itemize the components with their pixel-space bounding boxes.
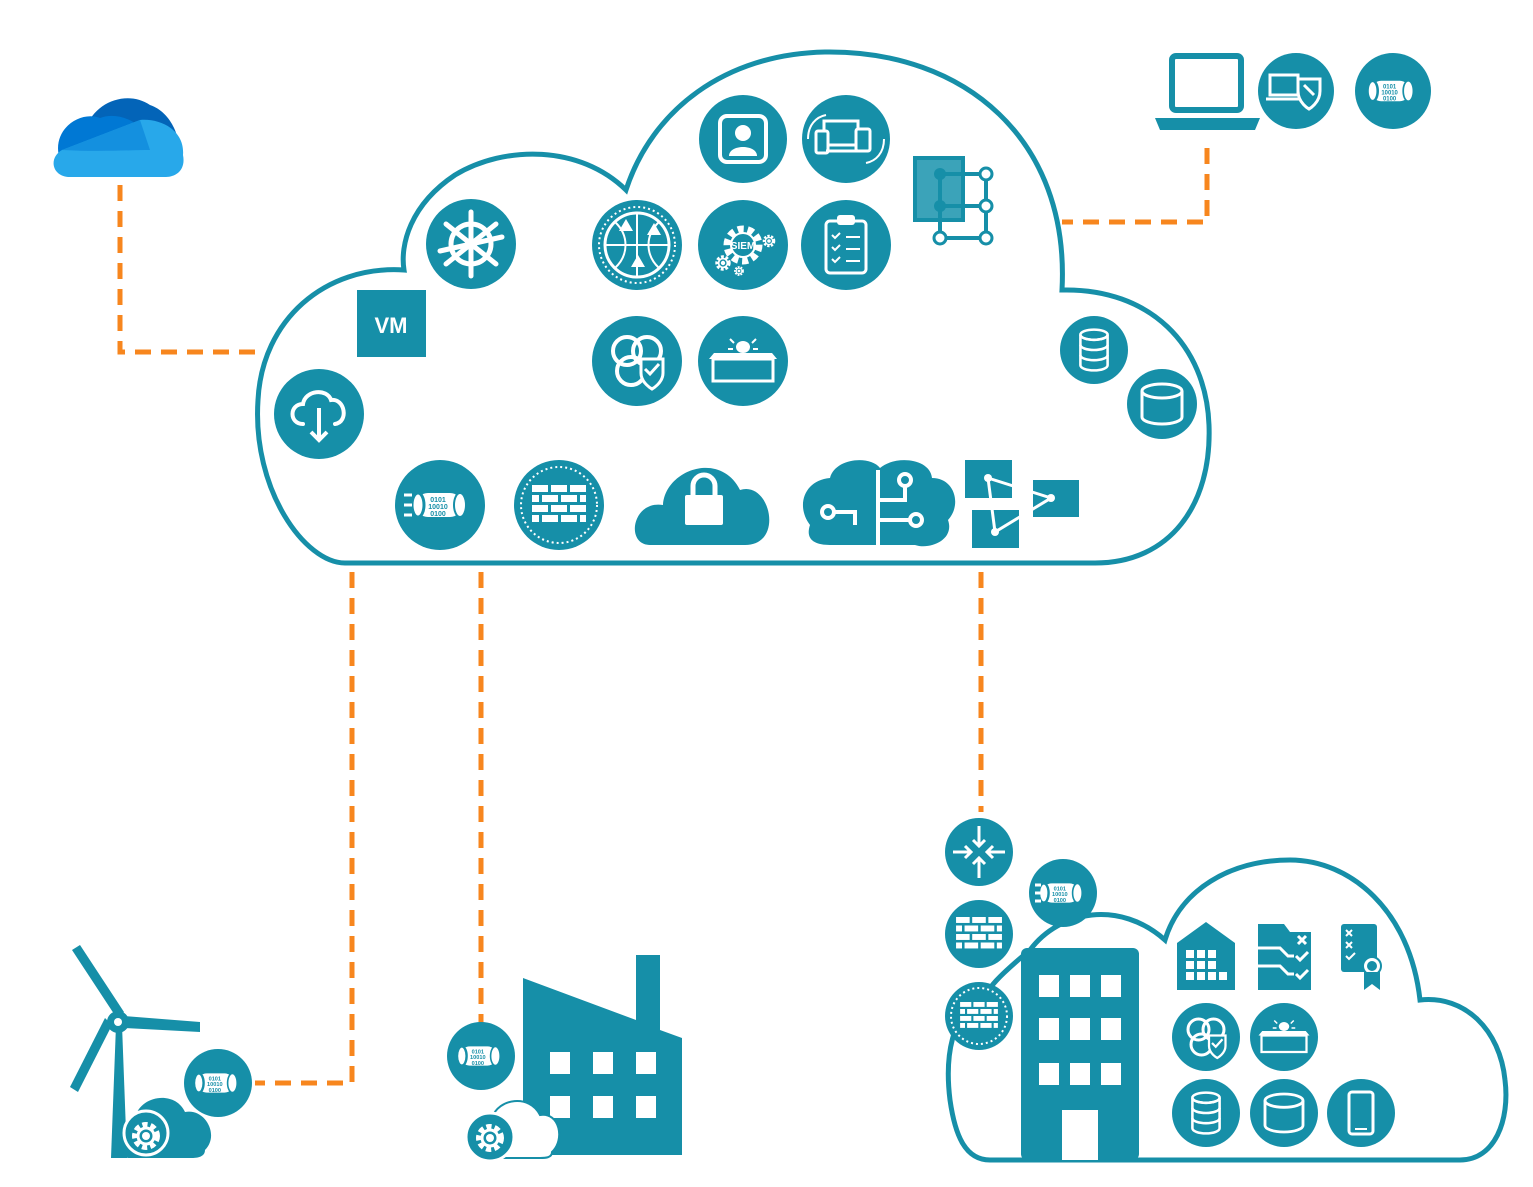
disk-storage-icon[interactable]	[1127, 369, 1197, 439]
sandbox-bug-icon[interactable]	[1250, 1003, 1318, 1071]
data-pipe-icon[interactable]	[184, 1049, 252, 1117]
ai-brain-icon[interactable]	[802, 460, 956, 547]
cloud-download-icon[interactable]	[274, 369, 364, 459]
data-pipe-icon[interactable]	[1355, 53, 1431, 129]
biohazard-shield-icon[interactable]	[592, 316, 682, 406]
cloud-lock-icon[interactable]	[634, 467, 770, 545]
turbine-connector	[255, 572, 355, 1086]
siem-icon[interactable]: SIEM	[698, 200, 788, 290]
certificate-icon[interactable]	[1341, 924, 1382, 990]
threat-intel-globe-icon[interactable]	[592, 200, 682, 290]
main-cloud-outline	[255, 49, 1212, 566]
firewall-icon[interactable]	[514, 460, 604, 550]
data-pipe-icon[interactable]	[447, 1022, 515, 1090]
onedrive-logo-icon[interactable]	[53, 98, 184, 177]
laptop-connector	[1062, 148, 1210, 225]
warehouse-icon[interactable]	[1177, 922, 1235, 990]
user-portrait-icon[interactable]	[699, 95, 787, 183]
sandbox-bug-icon[interactable]	[698, 316, 788, 406]
vm-label: VM	[375, 313, 408, 338]
file-checklist-icon[interactable]	[1258, 924, 1311, 990]
firewall-icon[interactable]	[945, 900, 1013, 968]
gear-cloud-icon[interactable]	[464, 1100, 561, 1163]
data-pipe-icon[interactable]	[1029, 859, 1097, 927]
router-icon[interactable]	[945, 818, 1013, 886]
database-icon[interactable]	[1172, 1079, 1240, 1147]
database-icon[interactable]	[1060, 316, 1128, 384]
vm-icon[interactable]: VM	[357, 290, 426, 357]
data-pipe-icon[interactable]	[395, 460, 485, 550]
connectors	[117, 148, 1210, 1086]
gear-cloud-icon[interactable]	[115, 1097, 212, 1158]
disk-storage-icon[interactable]	[1250, 1079, 1318, 1147]
laptop-icon[interactable]	[1155, 53, 1260, 130]
workflow-icon[interactable]	[965, 460, 1079, 548]
office-building-icon[interactable]	[1021, 948, 1139, 1160]
mobile-device-icon[interactable]	[1327, 1079, 1395, 1147]
biohazard-shield-icon[interactable]	[1172, 1003, 1240, 1071]
clipboard-checklist-icon[interactable]	[801, 200, 891, 290]
wind-turbine-icon[interactable]	[70, 945, 200, 1158]
factory-icon[interactable]	[523, 955, 682, 1155]
device-shield-icon[interactable]	[1258, 53, 1334, 129]
network-topology-icon[interactable]	[913, 156, 994, 246]
kubernetes-icon[interactable]	[426, 199, 516, 289]
devices-icon[interactable]	[802, 95, 890, 183]
firewall-icon[interactable]	[945, 982, 1013, 1050]
onedrive-connector	[117, 185, 262, 355]
siem-label: SIEM	[731, 241, 755, 252]
